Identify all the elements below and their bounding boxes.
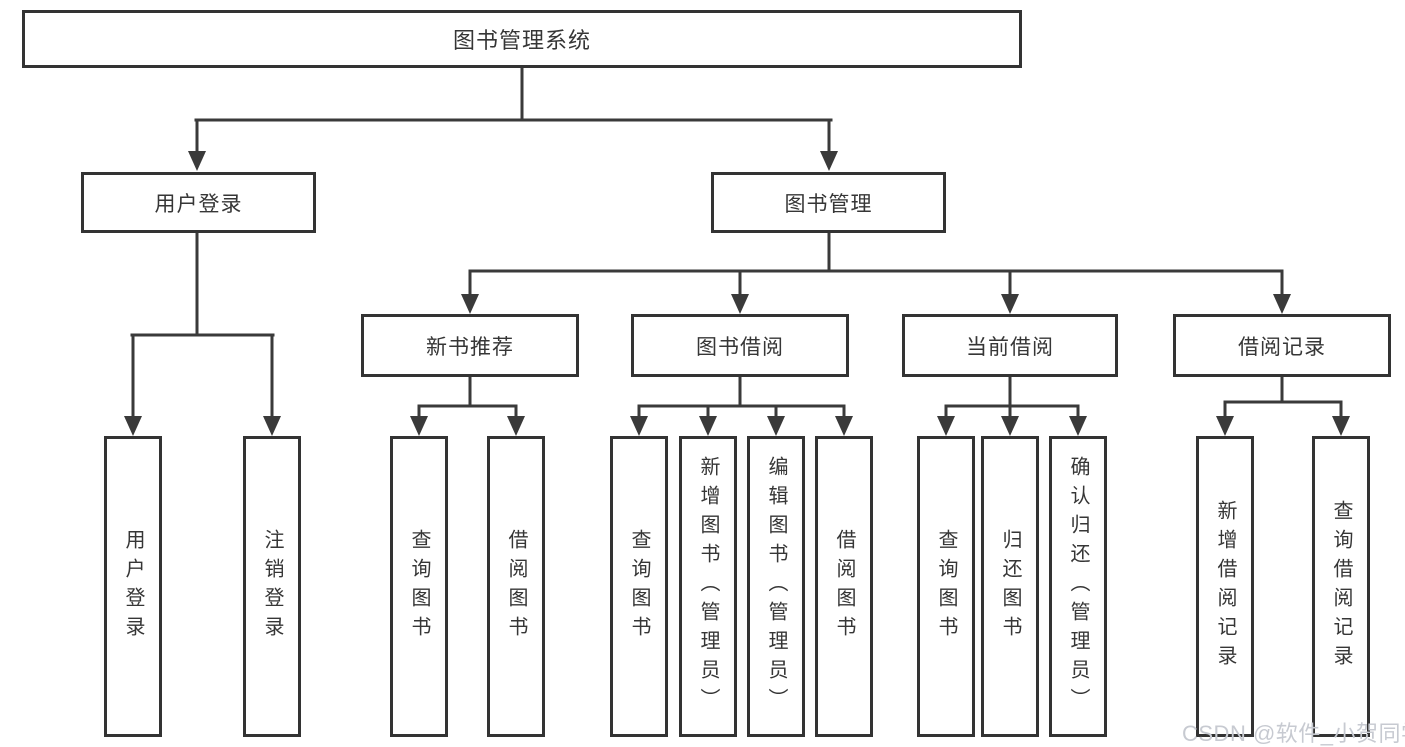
node-confirm-return-admin: 确认归还（管理员）	[1049, 436, 1107, 737]
node-edit-book-admin-label: 编辑图书（管理员）	[765, 456, 787, 717]
node-add-book-admin: 新增图书（管理员）	[679, 436, 737, 737]
node-user-login-action-label: 用户登录	[122, 528, 144, 645]
node-logout-action: 注销登录	[243, 436, 301, 737]
node-library-system-label: 图书管理系统	[452, 28, 591, 53]
node-book-management-label: 图书管理	[784, 192, 873, 216]
node-query-books-recommend: 查询图书	[390, 436, 448, 737]
node-query-borrow-record-label: 查询借阅记录	[1330, 499, 1352, 674]
node-new-book-recommendation: 新书推荐	[361, 314, 579, 377]
node-user-login: 用户登录	[81, 172, 316, 233]
node-book-borrowing-label: 图书借阅	[696, 335, 784, 359]
node-borrowing-records-label: 借阅记录	[1238, 335, 1326, 359]
node-logout-action-label: 注销登录	[261, 528, 283, 645]
node-book-management: 图书管理	[711, 172, 946, 233]
node-query-books-borrowing-label: 查询图书	[628, 528, 650, 645]
node-query-borrow-record: 查询借阅记录	[1312, 436, 1370, 737]
node-add-borrow-record-label: 新增借阅记录	[1214, 499, 1236, 674]
node-new-book-recommendation-label: 新书推荐	[426, 335, 514, 359]
node-add-book-admin-label: 新增图书（管理员）	[697, 456, 719, 717]
node-return-books: 归还图书	[981, 436, 1039, 737]
node-confirm-return-admin-label: 确认归还（管理员）	[1067, 456, 1089, 717]
node-book-borrowing: 图书借阅	[631, 314, 849, 377]
watermark: CSDN @软件_小贺同学	[1182, 721, 1405, 746]
node-borrow-books-borrowing-label: 借阅图书	[833, 528, 855, 645]
node-user-login-action: 用户登录	[104, 436, 162, 737]
node-return-books-label: 归还图书	[999, 528, 1021, 645]
node-edit-book-admin: 编辑图书（管理员）	[747, 436, 805, 737]
node-borrow-books-recommend-label: 借阅图书	[505, 528, 527, 645]
node-query-books-current: 查询图书	[917, 436, 975, 737]
node-current-borrowing: 当前借阅	[902, 314, 1118, 377]
node-borrow-books-borrowing: 借阅图书	[815, 436, 873, 737]
node-borrowing-records: 借阅记录	[1173, 314, 1391, 377]
node-current-borrowing-label: 当前借阅	[966, 335, 1054, 359]
node-borrow-books-recommend: 借阅图书	[487, 436, 545, 737]
node-query-books-borrowing: 查询图书	[610, 436, 668, 737]
node-add-borrow-record: 新增借阅记录	[1196, 436, 1254, 737]
node-query-books-current-label: 查询图书	[935, 528, 957, 645]
node-user-login-label: 用户登录	[154, 192, 243, 216]
node-library-system: 图书管理系统	[22, 10, 1022, 68]
node-query-books-recommend-label: 查询图书	[408, 528, 430, 645]
